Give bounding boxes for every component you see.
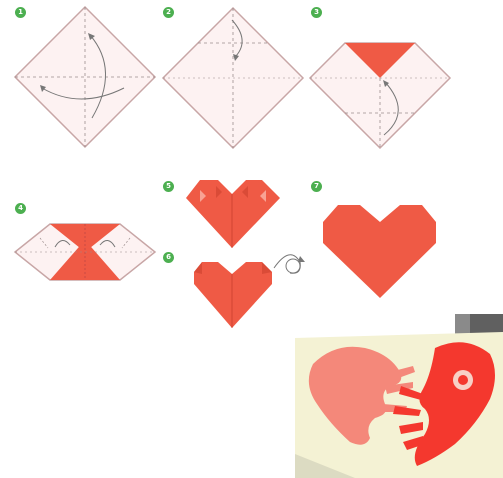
handprint-heart-photo <box>295 314 503 478</box>
handprint-heart-photo-drawing <box>295 314 503 478</box>
step-7-finished-heart <box>323 205 436 298</box>
